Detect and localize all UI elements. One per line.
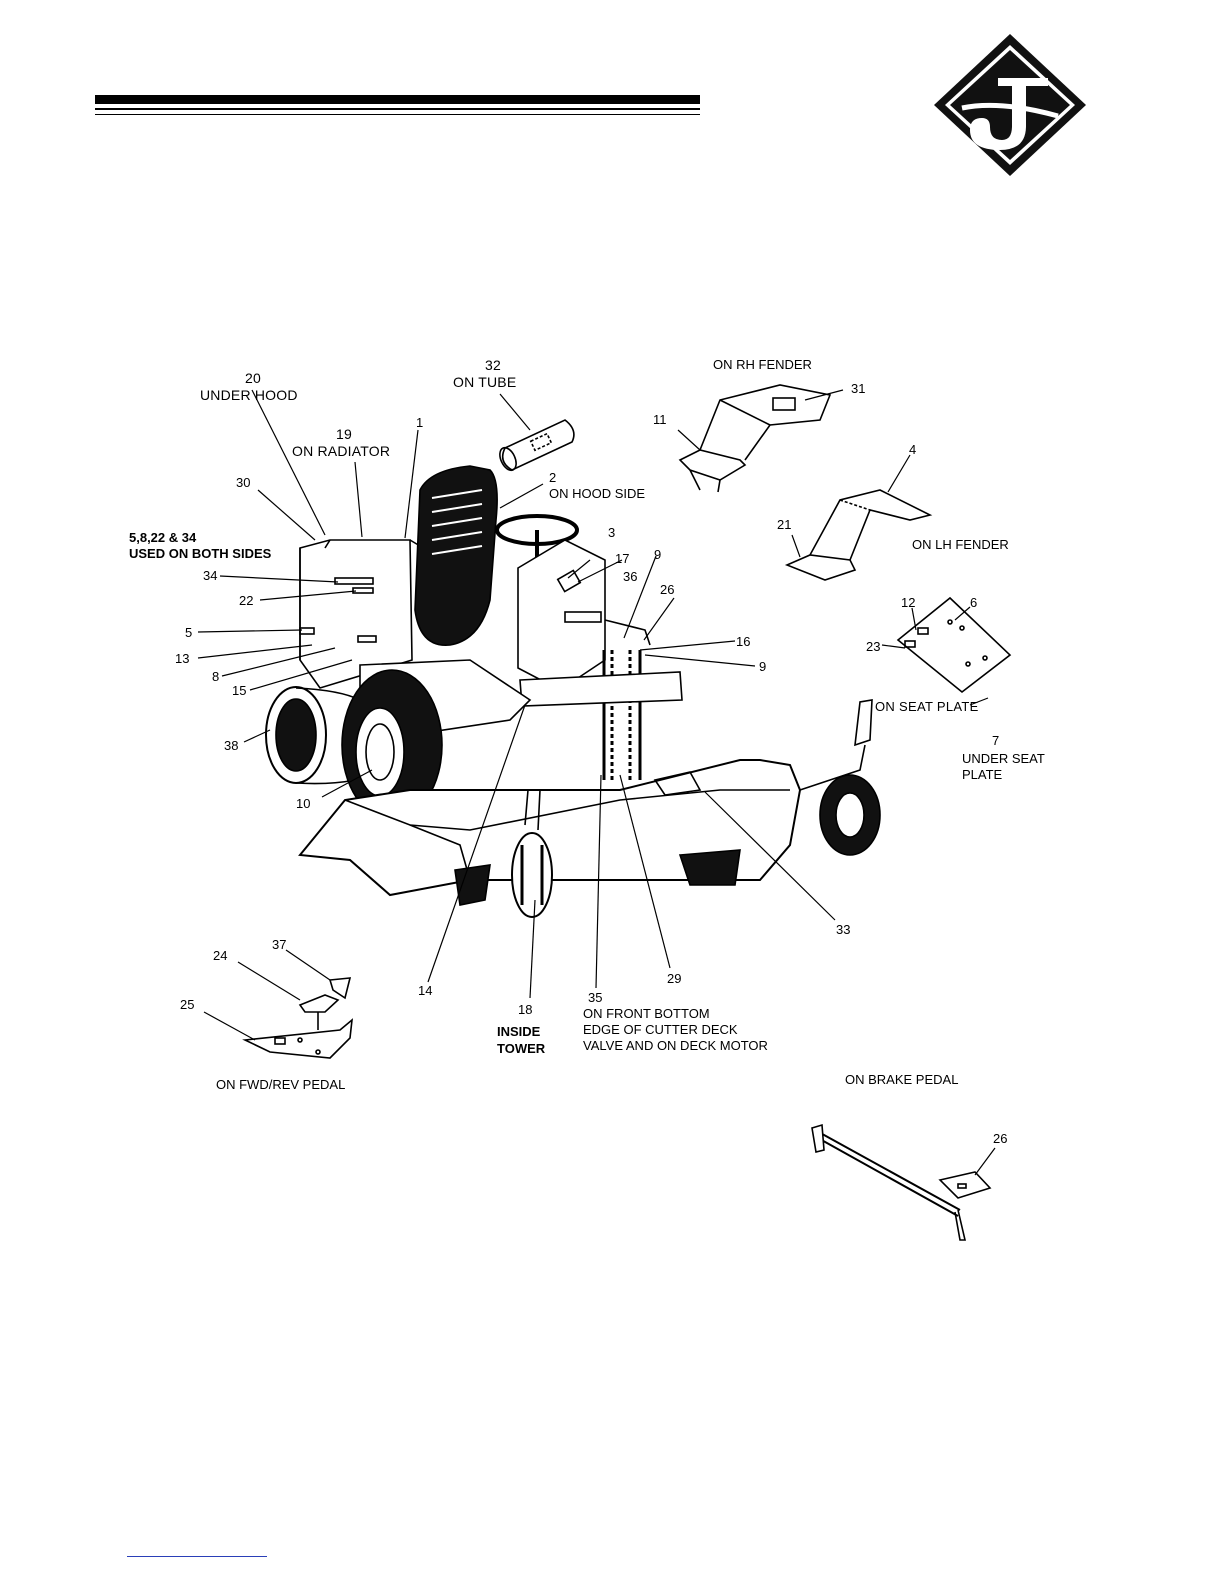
callout-19: 19 <box>336 426 352 442</box>
header-rule-hairline <box>95 114 700 115</box>
callout-6: 6 <box>970 595 978 610</box>
label-on-rh-fender: ON RH FENDER <box>713 357 812 372</box>
callout-30: 30 <box>236 475 251 490</box>
label-on-front-bottom: ON FRONT BOTTOM <box>583 1006 710 1021</box>
footer-underline <box>127 1556 267 1557</box>
label-on-hood-side: ON HOOD SIDE <box>549 486 646 501</box>
callout-10: 10 <box>296 796 311 811</box>
callout-9-lower: 9 <box>759 659 767 674</box>
label-edge-of-cutter-deck: EDGE OF CUTTER DECK <box>583 1022 738 1037</box>
label-under-seat: UNDER SEAT <box>962 751 1045 766</box>
fwd-rev-pedal-part <box>242 977 354 1059</box>
callout-5: 5 <box>185 625 193 640</box>
callout-35: 35 <box>588 990 603 1005</box>
header-rule-thin <box>95 108 700 110</box>
label-tower: TOWER <box>497 1041 546 1056</box>
callout-12: 12 <box>901 595 916 610</box>
callout-34: 34 <box>203 568 218 583</box>
callout-36: 36 <box>623 569 638 584</box>
callout-26-brake: 26 <box>993 1131 1008 1146</box>
tube-part <box>499 419 575 472</box>
brake-pedal-part <box>811 1123 992 1241</box>
callout-15: 15 <box>232 683 247 698</box>
label-valve-and-deck-motor: VALVE AND ON DECK MOTOR <box>583 1038 768 1053</box>
header-rule-thick <box>95 95 700 104</box>
callout-16: 16 <box>736 634 751 649</box>
label-under-hood: UNDER HOOD <box>200 387 298 403</box>
callout-38: 38 <box>224 738 239 753</box>
label-on-tube: ON TUBE <box>453 374 517 390</box>
callout-23: 23 <box>866 639 881 654</box>
label-on-seat-plate: ON SEAT PLATE <box>875 699 979 714</box>
callout-33: 33 <box>836 922 851 937</box>
seat-plate-part <box>896 596 1012 694</box>
callout-2: 2 <box>549 470 557 485</box>
callout-4: 4 <box>909 442 917 457</box>
callout-17: 17 <box>615 551 630 566</box>
callout-31: 31 <box>851 381 866 396</box>
callout-37: 37 <box>272 937 287 952</box>
callout-18: 18 <box>518 1002 533 1017</box>
mower-illustration <box>265 465 881 918</box>
callout-29: 29 <box>667 971 682 986</box>
callout-25: 25 <box>180 997 195 1012</box>
callout-9-upper: 9 <box>654 547 662 562</box>
label-plate: PLATE <box>962 767 1003 782</box>
callout-7: 7 <box>992 733 1000 748</box>
label-on-fwd-rev-pedal: ON FWD/REV PEDAL <box>216 1077 346 1092</box>
label-on-lh-fender: ON LH FENDER <box>912 537 1009 552</box>
callout-3: 3 <box>608 525 616 540</box>
callout-20: 20 <box>245 370 261 386</box>
label-used-on-both-sides: USED ON BOTH SIDES <box>129 546 272 561</box>
callout-11: 11 <box>653 412 667 427</box>
callout-8: 8 <box>212 669 220 684</box>
label-on-brake-pedal: ON BRAKE PEDAL <box>845 1072 959 1087</box>
callout-13: 13 <box>175 651 190 666</box>
label-on-radiator: ON RADIATOR <box>292 443 391 459</box>
callout-1: 1 <box>416 415 424 430</box>
callout-26-main: 26 <box>660 582 675 597</box>
callout-32: 32 <box>485 357 501 373</box>
callout-24: 24 <box>213 948 228 963</box>
label-inside: INSIDE <box>497 1024 541 1039</box>
lh-fender-part <box>784 489 933 581</box>
callout-21: 21 <box>777 517 792 532</box>
rh-fender-part <box>678 384 832 493</box>
label-both-sides-parts: 5,8,22 & 34 <box>129 530 197 545</box>
brand-logo <box>934 34 1086 176</box>
callout-14: 14 <box>418 983 433 998</box>
callout-22: 22 <box>239 593 254 608</box>
